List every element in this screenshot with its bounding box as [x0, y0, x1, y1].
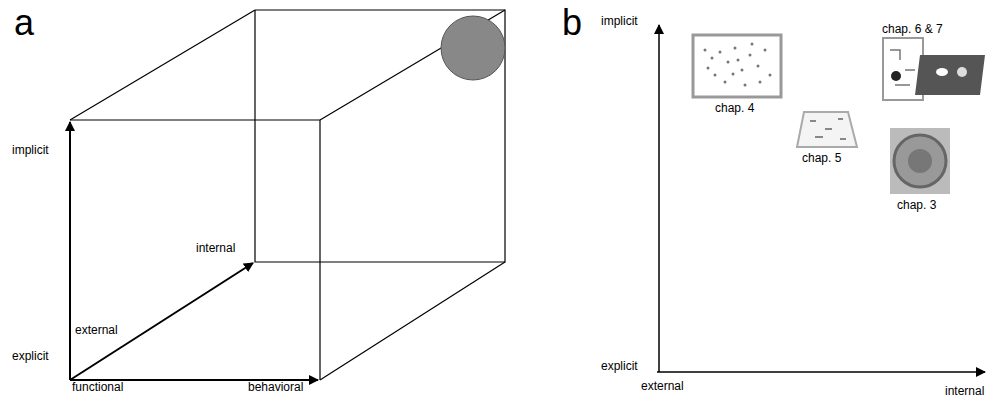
axis-label: external: [75, 323, 118, 337]
axis-label: implicit: [601, 14, 638, 28]
axis-label: explicit: [12, 349, 49, 363]
chapter-caption: chap. 4: [715, 101, 754, 115]
axis-label: internal: [196, 241, 235, 255]
axis-label: internal: [945, 384, 984, 398]
axis-label: behavioral: [248, 380, 303, 394]
chapter-caption: chap. 5: [802, 151, 841, 165]
chapter-caption: chap. 3: [897, 198, 936, 212]
panel-letter: a: [14, 4, 34, 42]
axis-label: external: [641, 379, 684, 393]
panel-letter: b: [562, 4, 582, 42]
axis-label: functional: [72, 380, 123, 394]
axis-label: explicit: [601, 359, 638, 373]
axis-label: implicit: [12, 143, 49, 157]
chapter-caption: chap. 6 & 7: [882, 22, 943, 36]
